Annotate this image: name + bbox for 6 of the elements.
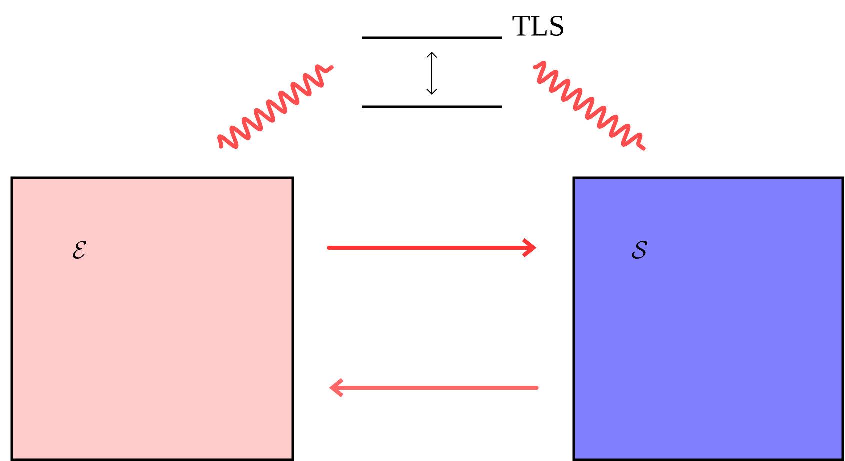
arrow [329,378,539,398]
system-box: $\mathcal{S}$ [572,176,844,461]
two-level-drawing: TLS [362,16,564,108]
wavy-line [218,64,334,150]
arrow [327,238,537,258]
system-box: $\mathcal{E}$ [10,176,294,461]
